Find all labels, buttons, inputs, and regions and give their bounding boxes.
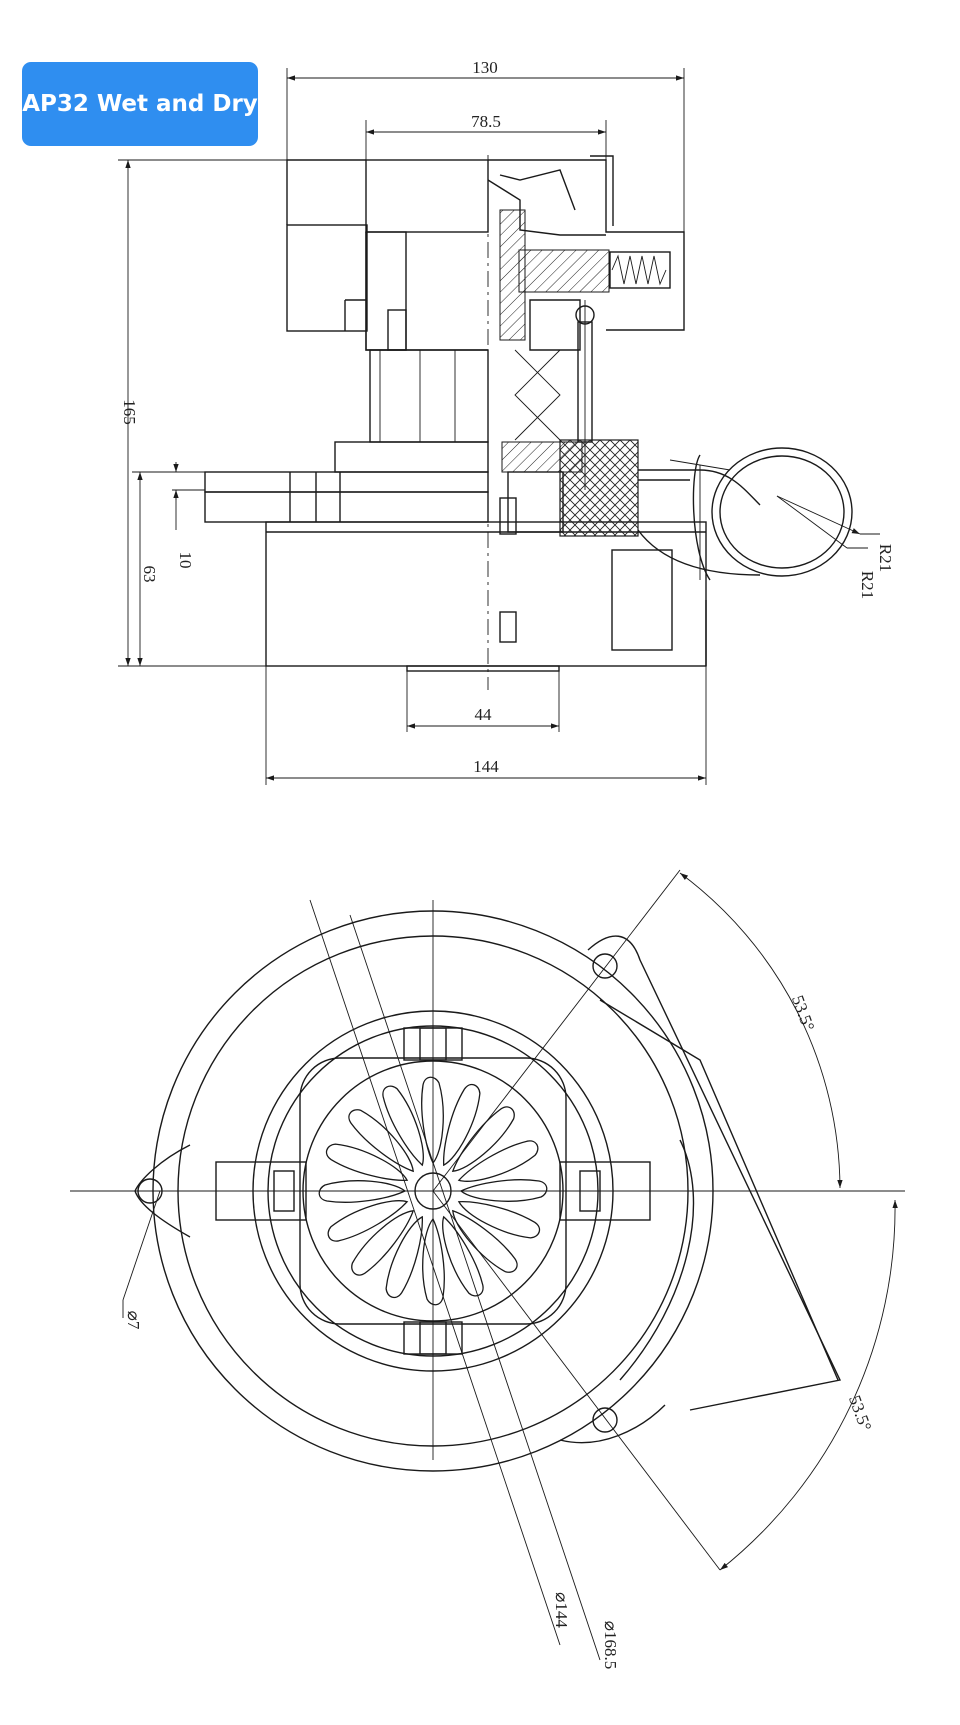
impeller-blade <box>351 1210 415 1276</box>
dim-total-width: 130 <box>286 58 685 235</box>
dim-angle-lower-label: 53.5° <box>845 1393 875 1434</box>
impeller-blade <box>327 1200 409 1242</box>
dim-78-label: 78.5 <box>471 112 501 131</box>
model-badge-label: AP32 Wet and Dry <box>22 91 258 117</box>
dim-angle-upper-label: 53.5° <box>788 993 818 1034</box>
model-badge: AP32 Wet and Dry <box>22 62 258 146</box>
impeller-blade <box>348 1109 414 1173</box>
dim-bottom-width: 44 <box>406 666 560 732</box>
dim-44-label: 44 <box>475 705 493 724</box>
dim-radius: R21 R21 <box>776 495 895 599</box>
dim-hole-label: ⌀7 <box>124 1311 143 1330</box>
impeller-blade <box>459 1179 548 1202</box>
impeller <box>318 1076 548 1306</box>
dim-dia-168-label: ⌀168.5 <box>601 1621 620 1670</box>
impeller-blade <box>318 1180 407 1203</box>
impeller-blade <box>451 1106 515 1172</box>
dim-diameters: ⌀7 ⌀144 ⌀168.5 <box>122 899 620 1670</box>
impeller-blade <box>385 1215 423 1299</box>
impeller-blade <box>442 1215 484 1297</box>
dim-144-label: 144 <box>473 757 499 776</box>
impeller-blade <box>325 1143 409 1181</box>
dim-base-width: 144 <box>265 666 707 785</box>
impeller-blade <box>443 1083 481 1167</box>
impeller-blade <box>422 1217 445 1306</box>
dim-63-label: 63 <box>140 566 159 583</box>
side-view-drawing: 130 78.5 165 63 10 <box>118 58 895 785</box>
dim-165-label: 165 <box>120 399 139 425</box>
dim-step: 10 <box>172 462 205 569</box>
dim-angles: 53.5° 53.5° <box>432 869 898 1571</box>
dim-r21-inner-label: R21 <box>858 571 877 599</box>
impeller-blade <box>452 1209 518 1273</box>
dim-height: 165 <box>118 159 366 667</box>
dim-inner-width: 78.5 <box>365 112 607 160</box>
motor-top-outline <box>70 900 905 1472</box>
outlet-housing <box>559 935 842 1444</box>
dim-10-label: 10 <box>176 552 195 569</box>
impeller-blade <box>421 1076 444 1165</box>
impeller-blade <box>457 1201 541 1239</box>
impeller-blade <box>457 1140 539 1182</box>
dim-r21-outer-label: R21 <box>876 544 895 572</box>
impeller-blade <box>382 1085 424 1167</box>
dim-130-label: 130 <box>472 58 498 77</box>
motor-side-outline <box>204 155 853 690</box>
dim-dia-144-label: ⌀144 <box>552 1592 571 1628</box>
dim-base-height: 63 <box>132 471 335 666</box>
